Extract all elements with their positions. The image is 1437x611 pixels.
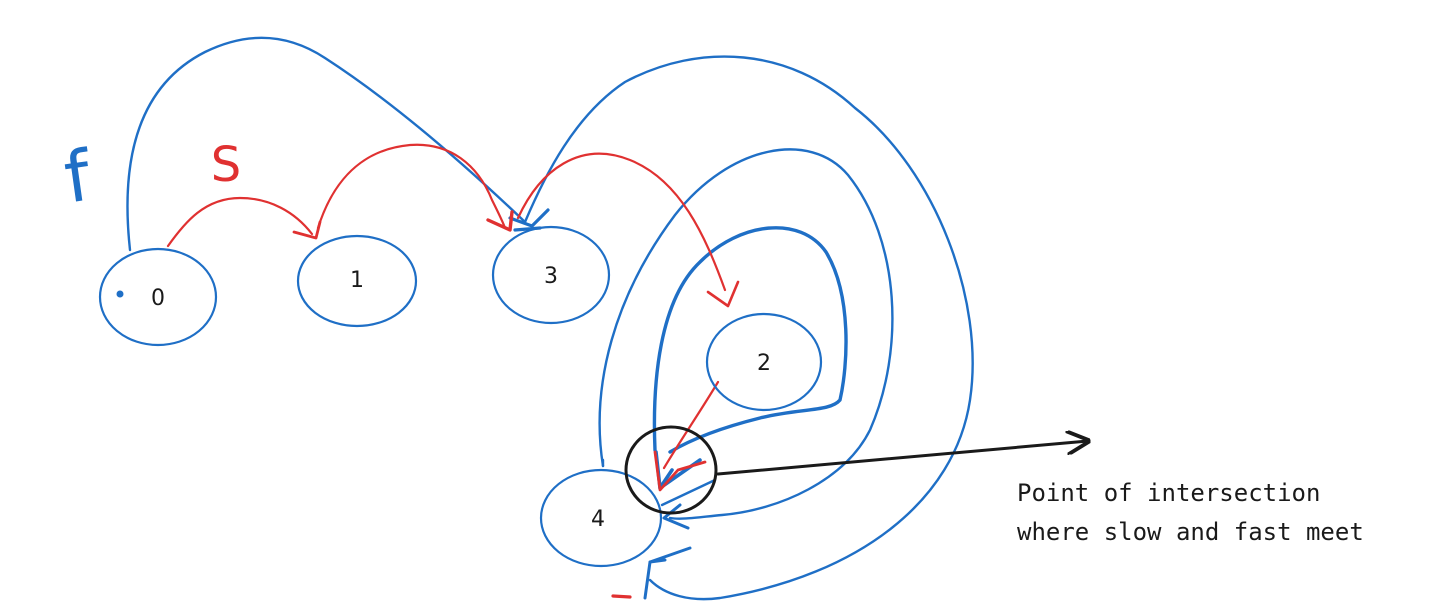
slow-arrow-0-to-1 — [166, 196, 314, 248]
fast-arrow-3-to-4-loop — [523, 55, 974, 601]
node-2[interactable]: 2 — [705, 312, 823, 412]
start-dot — [116, 290, 124, 298]
fast-arrowhead-middle-loop — [662, 503, 690, 530]
fast-arrow-middle-loop — [598, 148, 894, 520]
node-0[interactable]: 0 — [98, 247, 218, 347]
annotation-line-1: Point of intersection — [1017, 479, 1320, 507]
fast-arrow-inner-loop — [652, 226, 848, 454]
slow-arrow-3-to-2 — [516, 152, 727, 292]
slow-arrowhead-at-1 — [292, 220, 322, 240]
slow-bottom-mark — [611, 594, 632, 599]
slow-arrow-2-to-4 — [662, 380, 720, 470]
annotation-line-2: where slow and fast meet — [1017, 518, 1364, 546]
intersection-callout-arrow — [716, 441, 1088, 476]
node-4[interactable]: 4 — [539, 468, 663, 568]
slow-arrowhead-at-2 — [706, 280, 740, 308]
fast-arrowhead-at-4-bottom — [643, 546, 692, 600]
fast-pointer-label: f — [59, 135, 96, 220]
fast-stroke-near-4 — [601, 458, 717, 507]
slow-arrowhead-at-3 — [486, 210, 514, 232]
slow-arrow-1-to-3 — [316, 143, 507, 230]
node-label: 4 — [591, 507, 605, 532]
node-label: 1 — [350, 268, 364, 293]
fast-arrow-0-to-3 — [126, 36, 527, 252]
intersection-circle — [624, 425, 718, 515]
intersection-marker — [624, 425, 1088, 515]
slow-arrowhead-at-4 — [653, 450, 707, 492]
node-label: 0 — [151, 286, 165, 311]
slow-pointer-label: S — [211, 137, 241, 193]
slow-pointer-paths — [166, 143, 740, 599]
node-1[interactable]: 1 — [296, 234, 418, 328]
node-label: 2 — [757, 351, 771, 376]
node-3[interactable]: 3 — [491, 225, 611, 325]
node-list: 0 1 3 2 4 — [98, 225, 823, 568]
fast-pointer-paths — [126, 36, 974, 601]
node-label: 3 — [544, 264, 558, 289]
